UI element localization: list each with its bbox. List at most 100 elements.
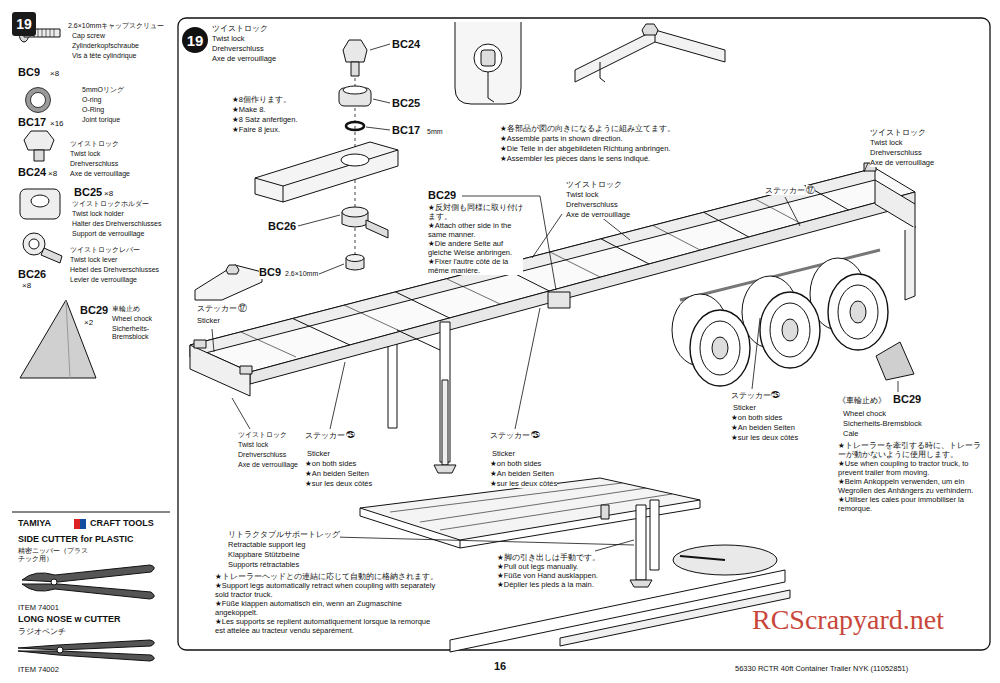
annotation-text: 5mmOリング: [82, 86, 124, 94]
annotation-text: ★Assemble parts in shown direction.: [500, 134, 623, 143]
annotation-text: Drehverschluss: [70, 160, 118, 168]
part-number: BC25: [392, 97, 420, 110]
annotation-text: ★各部品が図の向きになるように組み立てます。: [500, 124, 675, 133]
step-badge: 19: [12, 12, 36, 36]
annotation-text: ㉕: [346, 430, 355, 440]
annotation-text: Supports rétractables: [228, 560, 299, 569]
annotation-text: ★Die andere Seite auf gleiche Weise anbr…: [428, 239, 523, 257]
annotation-text: Axe de verrouillage: [566, 210, 630, 219]
annotation-text: ツイストロックレバー: [70, 246, 140, 254]
annotation-text: ラジオペンチ: [18, 627, 66, 636]
annotation-text: Halter des Drehverschlusses: [72, 220, 161, 228]
part-number: SIDE CUTTER for PLASTIC: [18, 534, 134, 545]
annotation-text: ツイストロック: [70, 140, 119, 148]
annotation-text: Axe de verrouillage: [238, 461, 298, 469]
annotation-text: ★Les supports se replient automatiquemen…: [215, 617, 440, 635]
annotation-text: 精密ニッパー（プラスチック用）: [18, 547, 88, 564]
annotation-text: O-Ring: [82, 106, 104, 114]
page-number: 16: [494, 660, 506, 673]
annotation-text: Wheel chock: [843, 409, 886, 418]
annotation-text: Sticker: [492, 449, 515, 458]
annotation-text: リトラクタブルサポートレッグ: [228, 530, 340, 539]
part-number: BC25: [74, 186, 102, 199]
annotation-text: Sicherheits-Bremsblock: [843, 419, 922, 428]
annotation-text: ステッカー: [490, 431, 530, 440]
annotation-text: Cap screw: [72, 32, 105, 40]
annotation-text: ★Support legs automatically retract when…: [215, 581, 440, 599]
annotation-text: ★Attach other side in the same manner.: [428, 221, 523, 239]
footer-text: 56330 RCTR 40ft Container Trailer NYK (1…: [735, 664, 908, 673]
annotation-text: ×16: [50, 119, 64, 129]
watermark: RCScrapyard.net: [752, 606, 944, 634]
annotation-text: ★An beiden Seiten: [305, 469, 369, 478]
annotation-text: ステッカー: [731, 391, 771, 400]
annotation-text: ×8: [50, 69, 59, 79]
annotation-text: ★トレーラーを牽引する時に、トレーラーが動かないように使用します。: [838, 441, 986, 459]
part-number: BC24: [18, 166, 46, 179]
annotation-text: Drehverschluss: [566, 200, 618, 209]
annotation-text: ×8: [104, 189, 113, 199]
part-number: BC26: [18, 268, 46, 281]
annotation-text: ステッカー: [305, 431, 345, 440]
part-number: BC29: [80, 304, 108, 317]
annotation-text: Zylinderkopfschraube: [72, 42, 139, 50]
annotation-text: ツイストロック: [238, 431, 287, 439]
annotation-text: ★8個作ります。: [232, 95, 291, 104]
annotation-text: ★An beiden Seiten: [731, 423, 795, 432]
annotation-text: ★Füße klappen automatisch ein, wenn an Z…: [215, 599, 440, 617]
part-number: BC29: [893, 393, 921, 406]
annotation-text: ★トレーラーヘッドとの連結に応じて自動的に格納されます。: [215, 572, 440, 581]
annotation-text: ★Pull out legs manually.: [497, 562, 622, 571]
annotation-text: Sticker: [197, 316, 220, 325]
annotation-text: ステッカー: [197, 304, 237, 313]
annotation-text: ★on both sides: [731, 413, 782, 422]
part-number: BC17: [18, 116, 46, 129]
annotation-text: Cale: [843, 429, 858, 438]
annotation-text: ㉕: [531, 430, 540, 440]
annotation-text: ツイストロック: [870, 128, 926, 137]
annotation-text: ★Use when coupling to tractor truck, to …: [838, 459, 986, 477]
annotation-text: Sticker: [307, 449, 330, 458]
part-number: BC9: [259, 266, 281, 279]
annotation-text: Twist lock: [870, 138, 903, 147]
annotation-text: ★Die Teile in der abgebildeten Richtung …: [500, 144, 670, 153]
annotation-text: Twist lock: [238, 441, 268, 449]
annotation-text: Drehverschluss: [870, 148, 922, 157]
part-number: CRAFT TOOLS: [90, 518, 154, 529]
annotation-text: ステッカー: [765, 186, 805, 195]
annotation-text: Support de verrouillage: [72, 230, 144, 238]
annotation-text: ★Assembler les pièces dans le sens indiq…: [500, 154, 650, 163]
annotation-text: 5mm: [427, 128, 443, 136]
annotation-text: Twist lock: [212, 34, 245, 43]
annotation-text: ITEM 74002: [18, 665, 59, 674]
annotation-text: Vis à tête cylindrique: [72, 52, 136, 60]
step-circle: 19: [182, 27, 208, 53]
annotation-text: Twist lock holder: [72, 210, 124, 218]
annotation-text: Axe de verrouillage: [870, 158, 934, 167]
annotation-text: ツイストロック: [566, 180, 622, 189]
annotation-text: ★sur les deux côtés: [490, 479, 557, 488]
annotation-text: ITEM 74001: [18, 603, 59, 612]
annotation-text: ★反対側も同様に取り付けます。: [428, 203, 523, 221]
annotation-text: Drehverschluss: [212, 44, 264, 53]
annotation-text: Drehverschluss: [238, 451, 286, 459]
annotation-text: Twist lock: [566, 190, 599, 199]
annotation-text: Axe de verrouillage: [212, 54, 276, 63]
annotation-text: Retractable support leg: [228, 540, 306, 549]
annotation-text: ★脚の引き出しは手動です。: [497, 553, 622, 562]
part-number: LONG NOSE w CUTTER: [18, 614, 121, 625]
annotation-text: ★Fixer l'autre côté de la même manière.: [428, 257, 523, 275]
annotation-text: ★Beim Ankoppeln verwenden, um ein Wegrol…: [838, 477, 986, 495]
annotation-text: ★Déplier les pieds à la main.: [497, 580, 622, 589]
part-number: BC17: [392, 124, 420, 137]
annotation-text: ㉕: [771, 390, 780, 400]
annotation-text: Wheel chock: [112, 315, 152, 323]
annotation-text: 2.6×10mm: [285, 270, 318, 278]
annotation-text: Sicherheits-Bremsblock: [112, 325, 170, 342]
annotation-text: Klappbare Stützbeine: [228, 550, 300, 559]
part-number: BC26: [268, 220, 296, 233]
annotation-text: Levier de verrouillage: [70, 276, 137, 284]
annotation-text: 車輪止め: [112, 305, 140, 313]
annotation-text: ×2: [84, 318, 93, 328]
